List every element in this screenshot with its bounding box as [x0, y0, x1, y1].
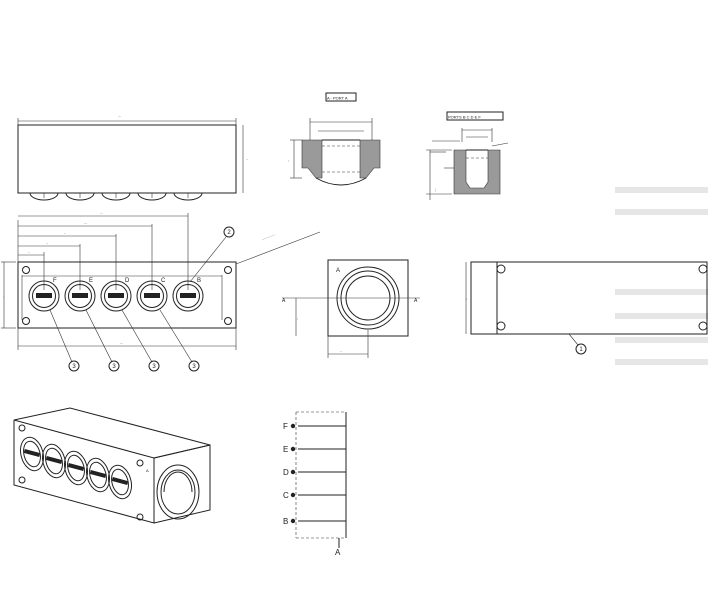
top-view-port-labels: F E D C B: [53, 278, 201, 284]
section-a-title: A - PORT A: [327, 96, 348, 101]
svg-text:...: ...: [120, 340, 123, 345]
svg-text:..: ..: [340, 348, 342, 353]
port-label-b: B: [197, 278, 201, 284]
end-view-port-label: A: [336, 268, 340, 274]
balloon-3d: 3: [192, 364, 196, 370]
top-view-mounting-holes: [22, 266, 232, 325]
front-port-bosses: [29, 192, 203, 201]
end-view: A A A .. ..: [282, 259, 420, 358]
port-label-d: D: [125, 278, 130, 284]
port-label-c: C: [161, 278, 166, 284]
top-view-leaders: [49, 236, 227, 363]
background-artifacts: [615, 187, 708, 365]
port-label-e: E: [89, 278, 93, 284]
balloon-3c: 3: [152, 364, 156, 370]
balloon-3b: 3: [112, 364, 116, 370]
top-view: ... ... .. .. .. .. ...: [0, 210, 321, 372]
svg-text:..: ..: [46, 240, 48, 245]
schematic-port-c: C: [283, 491, 289, 500]
svg-text:..: ..: [294, 318, 299, 320]
svg-text:..: ..: [64, 230, 66, 235]
svg-text:....: ....: [432, 188, 437, 192]
svg-text:..: ..: [28, 249, 30, 254]
side-view: .. 1: [463, 261, 708, 355]
section-bcdef-detail: PORTS B C D E F ....: [426, 111, 509, 200]
schematic-port-b: B: [283, 517, 288, 526]
schematic-port-a: A: [335, 548, 341, 557]
svg-text:..: ..: [0, 296, 5, 298]
section-bcdef-title: PORTS B C D E F: [448, 115, 481, 120]
svg-text:A: A: [146, 468, 149, 473]
port-schematic: F E D C B A: [283, 411, 347, 557]
front-elevation-view: ... ..: [17, 113, 248, 201]
svg-text:.............: .............: [261, 231, 276, 241]
port-label-f: F: [53, 278, 57, 284]
iso-ports: [19, 436, 133, 500]
isometric-view: A: [13, 407, 211, 524]
svg-text:...: ...: [100, 210, 103, 215]
balloon-2: 2: [227, 230, 231, 236]
svg-text:..: ..: [285, 160, 290, 162]
svg-text:..: ..: [246, 156, 248, 161]
schematic-port-e: E: [283, 445, 288, 454]
svg-text:...: ...: [84, 220, 87, 225]
schematic-port-d: D: [283, 468, 289, 477]
schematic-port-f: F: [283, 422, 288, 431]
top-view-ports: [28, 280, 204, 312]
svg-text:A: A: [282, 298, 286, 304]
section-a-detail: A - PORT A ..: [285, 92, 381, 186]
svg-text:...: ...: [118, 113, 121, 118]
top-view-balloons: 2 3 3 3 3: [68, 226, 235, 372]
balloon-3a: 3: [72, 364, 76, 370]
svg-text:..: ..: [463, 298, 468, 300]
svg-text:A: A: [414, 298, 418, 304]
balloon-1: 1: [579, 347, 583, 353]
